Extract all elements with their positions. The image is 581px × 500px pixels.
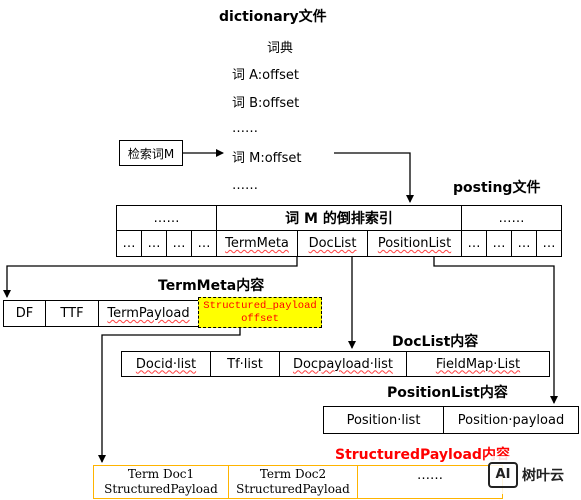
arrow-dictionary-to-posting xyxy=(334,152,414,203)
positionlist-position-cell: Position·list xyxy=(323,406,444,434)
dictionary-header: 词典 xyxy=(226,32,334,61)
doclist-tf-cell: Tf·list xyxy=(210,351,280,377)
structured-payload-title: StructuredPayload内容 xyxy=(335,447,510,463)
posting-dot-cell: … xyxy=(461,230,487,257)
structured-payload-offset-cell: Structured_payload offset xyxy=(198,297,322,328)
dictionary-row: 词 B:offset xyxy=(226,87,334,116)
posting-table: …… 词 M 的倒排索引 …… … … … … TermMeta DocList… xyxy=(116,205,562,257)
arrow-structured-payload xyxy=(98,327,241,463)
dictionary-row: …… xyxy=(226,170,334,200)
ai-logo-icon: AI xyxy=(488,462,518,488)
doclist-docpayload-cell: Docpayload·list xyxy=(279,351,407,377)
structured-payload-table: Term Doc1 StructuredPayload Term Doc2 St… xyxy=(93,465,503,499)
dictionary-row: 词 M:offset xyxy=(226,142,334,171)
doclist-docid-cell: Docid·list xyxy=(121,351,211,377)
posting-dot-cell: … xyxy=(536,230,562,257)
positionlist-title: PositionList内容 xyxy=(387,385,508,401)
watermark-text: 树叶云 xyxy=(522,468,564,484)
arrow-positionlist xyxy=(433,257,558,404)
structured-payload-doc1-cell: Term Doc1 StructuredPayload xyxy=(93,465,229,499)
posting-positionlist-cell: PositionList xyxy=(367,230,462,257)
dictionary-title: dictionary文件 xyxy=(219,9,327,25)
termmeta-table: DF TTF TermPayload Structured_payload of… xyxy=(3,297,325,328)
structured-payload-ellipsis-cell: …… xyxy=(357,465,503,499)
posting-termmeta-cell: TermMeta xyxy=(216,230,298,257)
watermark-logo: AI 树叶云 xyxy=(488,456,578,494)
posting-top-right: …… xyxy=(461,205,562,231)
posting-top-mid: 词 M 的倒排索引 xyxy=(216,205,462,231)
positionlist-table: Position·list Position·payload xyxy=(323,406,579,434)
posting-dot-cell: … xyxy=(511,230,537,257)
termmeta-termpayload-cell: TermPayload xyxy=(98,300,199,327)
doclist-table: Docid·list Tf·list Docpayload·list Field… xyxy=(121,351,550,377)
dictionary-table: 词典 词 A:offset 词 B:offset …… 词 M:offset …… xyxy=(226,32,334,200)
structured-payload-doc2-cell: Term Doc2 StructuredPayload xyxy=(228,465,358,499)
arrow-termmeta xyxy=(3,257,298,298)
posting-dot-cell: … xyxy=(486,230,512,257)
dictionary-row: 词 A:offset xyxy=(226,60,334,88)
termmeta-title: TermMeta内容 xyxy=(158,278,265,294)
positionlist-payload-cell: Position·payload xyxy=(443,406,579,434)
posting-dot-cell: … xyxy=(141,230,167,257)
search-term-box: 检索词M xyxy=(119,140,183,166)
doclist-title: DocList内容 xyxy=(392,334,479,350)
doclist-fieldmap-cell: FieldMap·List xyxy=(406,351,550,377)
posting-title: posting文件 xyxy=(453,180,541,196)
